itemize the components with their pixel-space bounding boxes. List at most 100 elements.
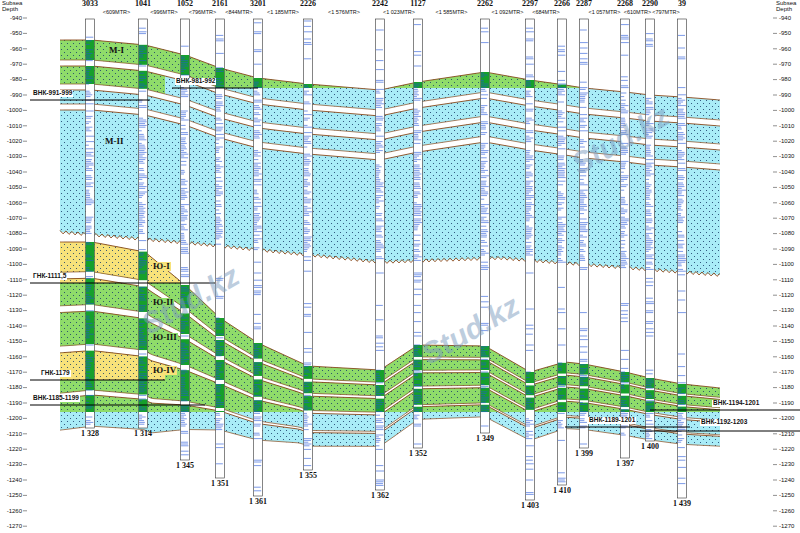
log-tick [254,166,261,167]
log-tick [414,156,419,157]
log-tick [376,170,380,171]
log-tick [414,177,421,178]
log-tick [216,226,223,227]
log-tick [646,406,654,407]
log-tick [181,179,185,180]
log-tick [414,390,418,391]
log-tick [526,186,533,187]
well-log [414,19,423,448]
log-tick [646,226,649,227]
log-tick [376,343,384,344]
log-tick [621,384,624,385]
log-tick [304,231,310,232]
log-tick [304,93,307,94]
log-tick [646,215,651,216]
log-tick [481,255,485,256]
log-tick [558,440,565,441]
log-tick [481,175,489,176]
log-tick [526,141,531,142]
log-tick [304,251,307,252]
log-tick [376,485,384,486]
log-tick [254,217,261,218]
oil-interval [181,405,189,412]
log-tick [304,120,308,121]
gas-sand [60,351,165,380]
log-tick [414,354,419,355]
log-tick [558,80,565,81]
log-tick [580,267,588,268]
log-tick [254,121,260,122]
log-tick [304,402,309,403]
log-tick [139,273,145,274]
log-tick [86,44,90,45]
log-tick [86,422,93,423]
log-tick [414,397,422,398]
log-tick [580,210,587,211]
log-tick [580,219,587,220]
log-tick [181,354,186,355]
log-tick [139,202,142,203]
log-tick [621,76,628,77]
oil-interval [86,395,94,412]
log-tick [86,363,89,364]
log-tick [414,363,418,364]
log-tick [376,435,383,436]
log-tick [678,201,684,202]
log-tick [86,267,90,268]
log-tick [139,409,146,410]
log-tick [526,206,531,207]
log-tick [678,256,685,257]
log-tick [376,220,384,221]
log-tick [526,156,533,157]
log-tick [526,393,533,394]
log-tick [216,228,219,229]
log-tick [304,237,312,238]
log-tick [304,58,311,59]
log-tick [376,370,381,371]
log-tick [646,156,653,157]
log-tick [181,271,188,272]
log-tick [181,332,184,333]
log-tick [376,82,384,83]
log-tick [304,197,307,198]
log-tick [621,388,626,389]
log-tick [376,116,383,117]
log-tick [139,337,144,338]
log-tick [254,197,259,198]
oil-interval [216,318,224,336]
log-tick [678,264,681,265]
log-tick [86,136,94,137]
log-tick [139,368,143,369]
log-tick [216,150,219,151]
log-tick [304,249,308,250]
log-tick [181,373,185,374]
log-tick [526,377,530,378]
log-tick [216,123,223,124]
oil-interval [414,389,422,405]
log-tick [376,69,384,70]
log-tick [181,413,185,414]
log-tick [678,417,683,418]
log-tick [86,370,90,371]
log-tick [678,123,685,124]
log-tick [304,222,309,223]
log-tick [678,478,686,479]
log-tick [139,343,147,344]
log-tick [481,28,488,29]
log-tick [304,87,309,88]
log-tick [216,323,223,324]
log-tick [181,451,189,452]
log-tick [646,269,654,270]
log-tick [139,339,144,340]
log-tick [678,237,685,238]
log-tick [304,201,311,202]
log-tick [86,289,91,290]
log-tick [216,120,222,121]
log-tick [254,174,262,175]
log-tick [139,125,147,126]
log-tick [414,161,417,162]
log-tick [139,233,145,234]
log-tick [304,156,312,157]
log-tick [181,60,188,61]
oil-interval [526,80,534,88]
